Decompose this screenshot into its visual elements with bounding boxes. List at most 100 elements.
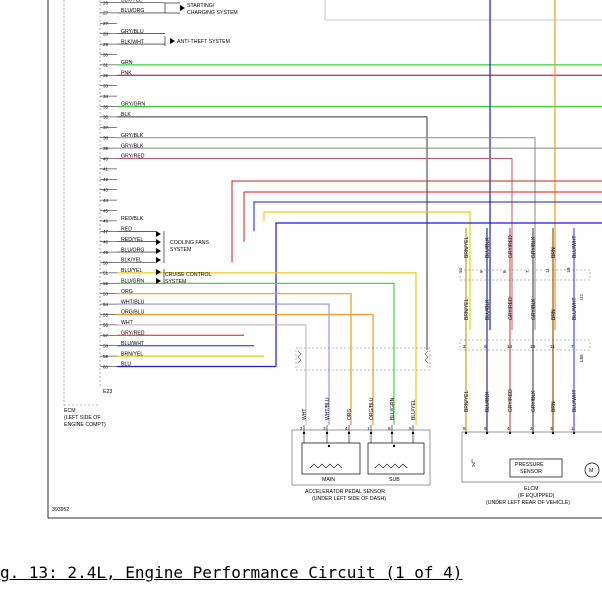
app-main-label: MAIN [322,477,335,483]
ecm-pin-12: 37 [103,125,109,130]
ecm-wire-label-0: BLK/YEL [121,0,142,4]
elcm-wire-label-bot-4: BRN [551,401,557,412]
elcm-wire-label-top-2: GRY/RED [508,235,514,258]
elcm-wire-label-bot-3: GRY/BLK [531,390,537,412]
wire-loop-red-1 [231,180,602,263]
cruise-label-1: CRUISE CONTROL [165,272,212,278]
elcm-mid-pin-0: 3 [463,344,466,349]
elcm-terminal-0 [464,431,468,435]
elcm-wire-label-mid-2: GRY/RED [508,297,514,320]
cruise-label-2: SYSTEM [165,279,186,285]
ecm-pin-16: 41 [103,167,109,172]
ecm-wire-label-23: RED/YEL [121,237,143,243]
elcm-terminal-1 [485,431,489,435]
elcm-terminal-4 [551,431,555,435]
app-location: (UNDER LEFT SIDE OF DASH) [312,496,386,502]
ecm-pin-17: 42 [103,177,109,182]
elcm-wire-label-top-1: BLU/BLK [485,237,491,258]
wire-loop-blue-1 [253,201,602,232]
elcm-wire-label-top-3: GRY/BLK [531,236,537,258]
ecm-wire-label-24: BLU/ORG [121,247,144,253]
elcm-wire-label-mid-0: BRN/YEL [464,298,470,320]
ecm-wire-label-10: GRY/GRN [121,102,145,108]
pressure-sensor-label-2: SENSOR [520,469,542,475]
elcm-qualifier: (IF EQUIPPED) [518,493,555,499]
app-pin-1: 3 [323,426,326,431]
app-sub-label: SUB [389,477,400,483]
ecm-wire-label-14: GRY/BLK [121,143,144,149]
elcm-bot-pin-3: 2 [530,426,533,431]
ecm-wire-label-31: WHT [121,320,134,326]
ecm-wire-label-27: BLU/GRN [121,279,144,285]
ecm-pin-15: 40 [103,156,109,161]
ecm-pin-20: 45 [103,208,109,213]
elcm-wire-label-top-0: BRN/YEL [464,236,470,258]
ecm-pin-21: 46 [103,219,109,224]
app-wire-label-2: ORG [347,409,353,421]
ecm-pin-2: 27 [103,21,109,26]
wire-bus-top [324,0,602,21]
elcm-bot-pin-2: 4 [507,426,510,431]
app-name: ACCELERATOR PEDAL SENSOR [305,489,385,495]
elcm-upper-connector [459,269,591,281]
elcm-wire-label-bot-0: BRN/YEL [464,390,470,412]
ecm-wire-label-32: GRY/RED [121,331,145,337]
ecm-wire-label-25: BLK/YEL [121,258,142,264]
ecm-connector-id: E23 [103,389,112,395]
app-wire-label-0: WHT [302,409,308,420]
ecm-wire-label-11: BLK [121,112,131,118]
elcm-bot-pin-5: 1 [571,426,574,431]
ecm-wire-label-7: PNK [121,71,132,77]
elcm-mid-pin-2: 14 [507,344,513,349]
ecm-pin-14: 39 [103,146,109,151]
elcm-location: (UNDER LEFT REAR OF VEHICLE) [486,500,570,506]
ecm-wire-label-21: RED/BLK [121,216,144,222]
elcm-bot-pin-4: 3 [550,426,553,431]
elcm-wire-label-top-4: BRN [551,247,557,258]
cooling-label-2: SYSTEM [170,247,191,253]
ecm-pin-22: 47 [103,229,109,234]
wire-loop-yellow [263,211,471,330]
ecm-label-1: ECM [64,408,76,414]
ecm-pin-27: 52 [103,281,109,286]
ecm-wire-label-29: WHT/BLU [121,299,145,305]
ecm-pin-23: 48 [103,240,109,245]
wire-org-blu-55 [117,313,374,425]
cooling-fans-callout: COOLING FANS SYSTEM [156,231,209,263]
cooling-label-1: COOLING FANS [170,240,209,246]
app-junction-1 [327,444,331,448]
elcm-mid-connector-id: L65 [579,354,584,362]
elcm-terminal-3 [531,431,535,435]
wire-blu-grn-52 [117,282,395,425]
elcm-top-pin-4: 11 [545,268,550,273]
elcm-wire-label-mid-5: BLU/WHT [572,298,578,321]
elcm-name: ELCM [524,486,538,492]
wire-wht-56 [117,324,307,425]
elcm-mid-pin-3: 13 [530,344,536,349]
ecm-wire-label-4: BLK/WHT [121,39,145,45]
ecm-wire-label-22: RED [121,227,132,233]
ecm-pin-9: 34 [103,94,109,99]
app-pin-2: 4 [345,426,348,431]
app-pin-5: 5 [409,426,412,431]
elcm-mid-pin-1: 6 [484,344,487,349]
cruise-control-callout: CRUISE CONTROL SYSTEM [156,269,212,285]
motor-symbol: M [589,468,593,474]
elcm-bot-pin-1: 6 [484,426,487,431]
ecm-wire-label-1: BLU/ORG [121,8,144,14]
elcm-mid-pin-4: 11 [550,344,555,349]
ecm-pin-13: 38 [103,136,109,141]
elcm-wire-label-mid-3: GRY/BLK [531,298,537,320]
elcm-top-pin-1: 9 [479,270,484,273]
app-junction-2 [392,444,396,448]
drawing-number: 393952 [52,507,69,513]
wire-blk-36 [117,116,428,350]
ecm-wire-label-15: GRY/RED [121,154,145,160]
ecm-pin-35: 60 [103,364,109,369]
ecm-pin-30: 55 [103,312,109,317]
elcm-wire-label-top-5: BLU/WHT [572,236,578,259]
ecm-wire-label-3: GRY/BLU [121,29,144,35]
elcm-bot-pin-0: 8 [463,426,466,431]
